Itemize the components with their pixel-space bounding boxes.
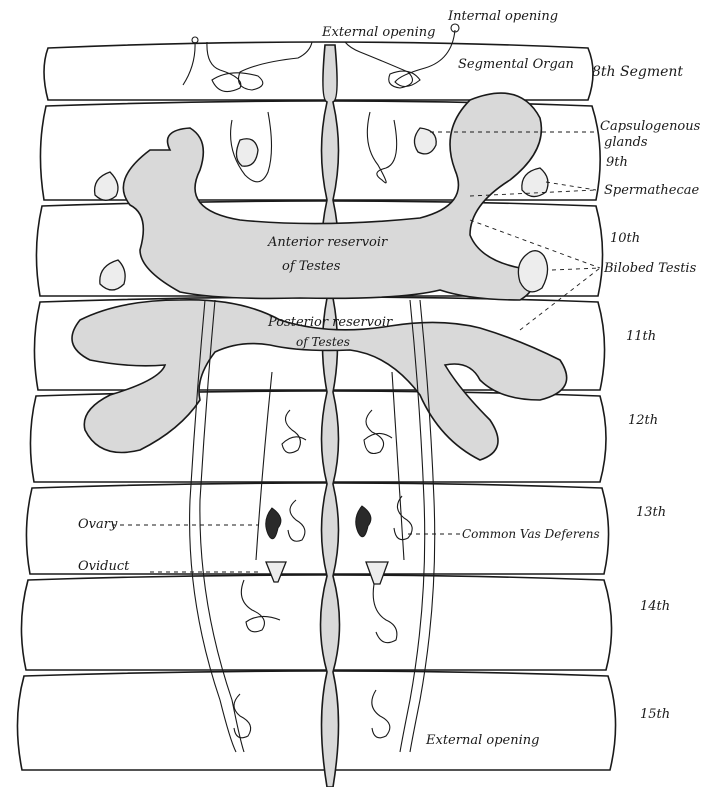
segmental-organ-left — [183, 42, 312, 92]
label-posterior-reservoir-2: of Testes — [296, 335, 350, 349]
label-segment-12: 12th — [628, 413, 658, 428]
label-capsulogenous-2: glands — [604, 135, 648, 150]
label-segment-9: 9th — [606, 155, 628, 170]
coil-13-right — [394, 496, 412, 540]
label-anterior-reservoir-2: of Testes — [282, 259, 341, 274]
label-capsulogenous-1: Capsulogenous — [600, 119, 701, 134]
label-segmental-organ: Segmental Organ — [458, 57, 574, 72]
label-external-opening-bottom: External opening — [425, 733, 539, 748]
label-segment-8: 8th Segment — [592, 64, 683, 80]
nerve-cord — [321, 45, 340, 787]
common-vas-deferens-right — [392, 372, 404, 560]
label-oviduct: Oviduct — [78, 559, 130, 574]
coil-12-left — [282, 410, 306, 453]
label-spermathecae: Spermathecae — [604, 183, 700, 198]
label-ovary: Ovary — [78, 517, 118, 532]
coil-12-right — [364, 410, 392, 454]
leader-spermathecae-1 — [546, 182, 596, 190]
leader-bilobed-1 — [552, 268, 600, 270]
spermatheca-left-9 — [95, 172, 118, 200]
label-internal-opening: Internal opening — [447, 9, 558, 24]
oviduct-funnel-left — [266, 562, 286, 582]
segment-14-outline — [21, 575, 611, 670]
coil-15-right — [372, 690, 390, 738]
coil-15-left — [234, 694, 251, 738]
gland-duct-right — [367, 112, 396, 183]
coil-14-left — [241, 580, 280, 632]
coil-13-left — [288, 500, 305, 541]
coil-14-right — [373, 584, 397, 643]
ovary-right — [356, 506, 371, 537]
spermatheca-left-10 — [100, 260, 125, 290]
label-segment-13: 13th — [636, 505, 666, 520]
label-segment-14: 14th — [640, 599, 670, 614]
label-bilobed-testis: Bilobed Testis — [603, 261, 697, 276]
label-segment-10: 10th — [610, 231, 640, 246]
label-posterior-reservoir-1: Posterior reservoir — [267, 315, 393, 330]
vas-deferens-left-inner — [200, 300, 244, 752]
label-external-opening-top: External opening — [321, 25, 435, 40]
ovaries — [266, 506, 371, 539]
capsulogenous-gland-left — [236, 139, 258, 166]
oviduct-funnel-right — [366, 562, 388, 584]
label-segment-15: 15th — [640, 707, 670, 722]
label-segment-11: 11th — [626, 329, 656, 344]
ventral-nerve-cord — [321, 45, 340, 787]
label-common-vas-deferens: Common Vas Deferens — [462, 527, 600, 541]
bilobed-testis — [518, 251, 547, 292]
testis-reservoirs — [72, 93, 567, 460]
ovary-left — [266, 508, 281, 539]
segment-15-outline — [17, 671, 615, 770]
label-anterior-reservoir-1: Anterior reservoir — [267, 235, 388, 250]
